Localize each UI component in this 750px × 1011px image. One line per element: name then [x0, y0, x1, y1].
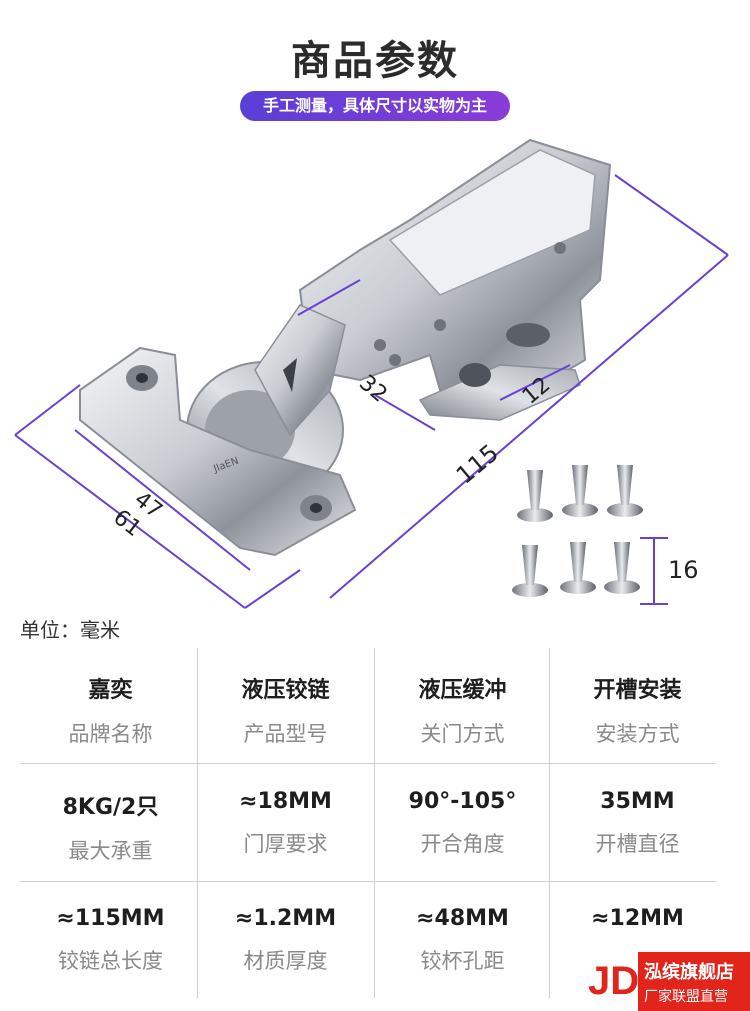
spec-label: 开合角度 — [420, 832, 505, 856]
store-name: 泓缤旗舰店 — [644, 962, 734, 983]
spec-label: 门厚要求 — [243, 832, 328, 856]
spec-cell-angle: 90°-105° 开合角度 — [374, 789, 551, 858]
spec-cell-length: ≈115MM 铰链总长度 — [22, 906, 199, 975]
unit-label: 单位：毫米 — [20, 618, 120, 642]
spec-cell-load: 8KG/2只 最大承重 — [22, 789, 199, 865]
spec-cell-model: 液压铰链 产品型号 — [197, 672, 374, 748]
subtitle-badge: 手工测量，具体尺寸以实物为主 — [240, 91, 510, 121]
spec-value: 35MM — [600, 789, 675, 814]
spec-cell-closing: 液压缓冲 关门方式 — [374, 672, 551, 748]
spec-cell-material: ≈1.2MM 材质厚度 — [197, 906, 374, 975]
table-divider — [20, 763, 716, 764]
spec-value: ≈48MM — [416, 906, 509, 931]
spec-value: 液压铰链 — [241, 678, 330, 703]
page-title: 商品参数 — [291, 38, 459, 84]
spec-label: 产品型号 — [243, 722, 328, 746]
hinge-arm — [298, 138, 612, 421]
dimension-lines — [14, 174, 729, 609]
spec-value: ≈1.2MM — [234, 906, 337, 931]
mounting-plate: JIaEN — [79, 346, 357, 557]
dim-16: 16 — [668, 556, 699, 584]
spec-value: ≈115MM — [56, 906, 165, 931]
table-divider — [197, 648, 198, 998]
spec-value: ≈12MM — [591, 906, 684, 931]
spec-value: ≈18MM — [239, 789, 332, 814]
spec-cell-hole-distance: ≈48MM 铰杯孔距 — [374, 906, 551, 975]
spec-value: 8KG/2只 — [62, 795, 159, 820]
screw-set — [512, 465, 643, 597]
spec-cell-extra: ≈12MM — [549, 906, 726, 945]
spec-label: 开槽直径 — [595, 832, 680, 856]
spec-label: 铰链总长度 — [58, 949, 163, 973]
table-divider — [20, 881, 716, 882]
spec-label: 材质厚度 — [243, 949, 328, 973]
spec-cell-install: 开槽安装 安装方式 — [549, 672, 726, 748]
spec-value: 嘉奕 — [88, 678, 133, 703]
spec-value: 开槽安装 — [593, 678, 682, 703]
dim-115: 115 — [451, 439, 504, 490]
spec-value: 90°-105° — [408, 789, 517, 814]
spec-label: 最大承重 — [68, 839, 153, 863]
table-divider — [374, 648, 375, 998]
store-tagline: 厂家联盟直营 — [644, 989, 728, 1005]
hinge-diagram: JIaEN 32 12 115 47 61 16 — [14, 138, 729, 609]
spec-label: 品牌名称 — [68, 722, 153, 746]
spec-label: 安装方式 — [595, 722, 680, 746]
spec-cell-brand: 嘉奕 品牌名称 — [22, 672, 199, 748]
store-badge[interactable]: JD 泓缤旗舰店 厂家联盟直营 — [588, 952, 750, 1011]
spec-label: 关门方式 — [420, 722, 505, 746]
table-divider — [549, 648, 550, 998]
jd-logo: JD — [588, 952, 639, 1011]
spec-label: 铰杯孔距 — [420, 949, 505, 973]
spec-cell-door-thickness: ≈18MM 门厚要求 — [197, 789, 374, 858]
spec-cell-slot-diameter: 35MM 开槽直径 — [549, 789, 726, 858]
spec-value: 液压缓冲 — [418, 678, 507, 703]
